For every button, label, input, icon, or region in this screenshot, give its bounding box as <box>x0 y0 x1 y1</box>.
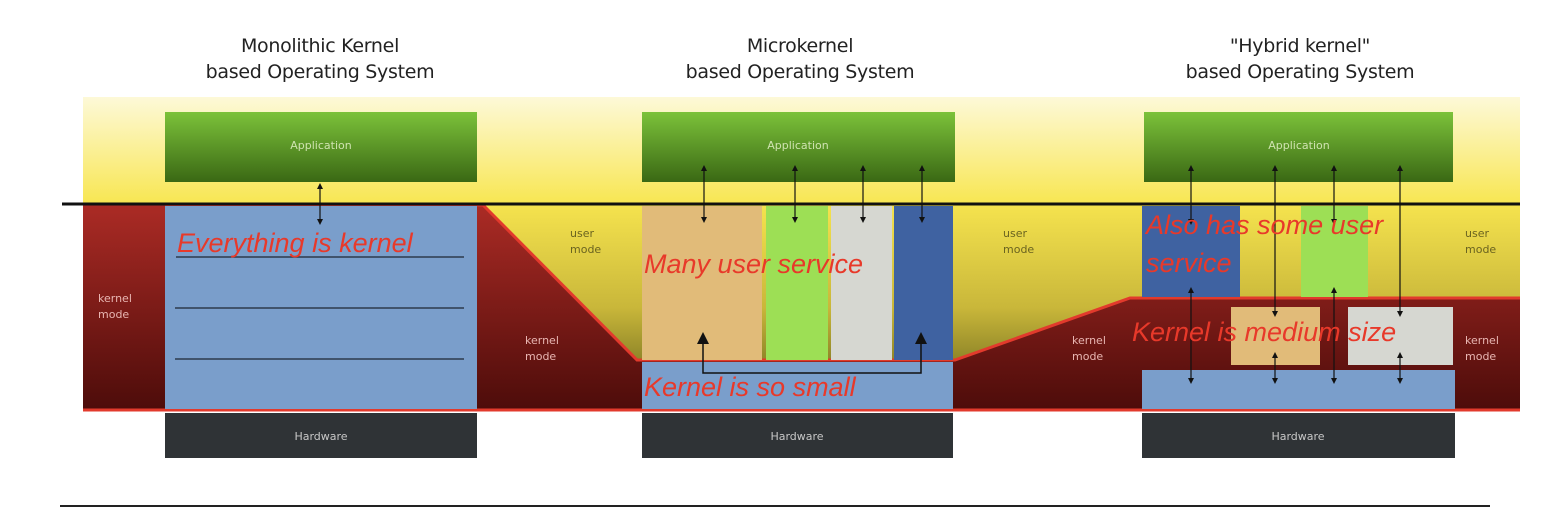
monolithic-application-label: Application <box>290 139 351 152</box>
micro-hardware-box <box>642 413 953 458</box>
micro-application-box <box>642 112 955 182</box>
bottom-divider <box>60 505 1490 507</box>
microkernel-diagram: Application Hardware Many user service K… <box>642 112 955 458</box>
hybrid-left-user-mode-label-line2: mode <box>1003 243 1034 256</box>
hybrid-right-kernel-mode-label-line2: mode <box>1465 350 1496 363</box>
hybrid-left-kernel-mode-label-line1: kernel <box>1072 334 1106 347</box>
hybrid-left-kernel-mode-label-line2: mode <box>1072 350 1103 363</box>
micro-left-user-mode-label-line2: mode <box>570 243 601 256</box>
microkernel-title-line1: Microkernel <box>746 35 854 57</box>
monolithic-kernel-mode-label-line2: mode <box>98 308 129 321</box>
micro-service-grey <box>831 206 892 360</box>
hybrid-kernel-box <box>1142 370 1455 409</box>
hybrid-right-user-mode-label-line2: mode <box>1465 243 1496 256</box>
monolithic-annotation: Everything is kernel <box>177 228 414 258</box>
monolithic-hardware-label: Hardware <box>294 430 347 443</box>
hybrid-right-user-mode-label-line1: user <box>1465 227 1489 240</box>
hybrid-application-label: Application <box>1268 139 1329 152</box>
micro-service-tan <box>642 206 762 360</box>
micro-service-green <box>766 206 828 360</box>
micro-kernel-box <box>642 362 953 409</box>
hybrid-diagram: Application Hardware user mode kernel mo… <box>1132 112 1499 458</box>
hybrid-title: "Hybrid kernel" based Operating System <box>1120 33 1480 85</box>
hybrid-left-user-mode-label-line1: user <box>1003 227 1027 240</box>
micro-hardware-label: Hardware <box>770 430 823 443</box>
micro-application-label: Application <box>767 139 828 152</box>
hybrid-title-line1: "Hybrid kernel" <box>1229 35 1371 57</box>
hybrid-hardware-box <box>1142 413 1455 458</box>
micro-left-kernel-mode-label-line1: kernel <box>525 334 559 347</box>
micro-annotation-kernel: Kernel is so small <box>644 372 857 402</box>
monolithic-diagram: Application Hardware kernel mode Everyth… <box>98 112 477 458</box>
micro-annotation-services: Many user service <box>644 249 863 279</box>
hybrid-annotation-services-line2: service <box>1146 248 1232 278</box>
micro-service-blue <box>894 206 953 360</box>
micro-left-user-mode-label-line1: user <box>570 227 594 240</box>
monolithic-title-line2: based Operating System <box>205 61 435 83</box>
monolithic-kernel-mode-label-line1: kernel <box>98 292 132 305</box>
monolithic-title: Monolithic Kernel based Operating System <box>140 33 500 85</box>
hybrid-annotation-services-line1: Also has some user <box>1144 210 1384 240</box>
monolithic-application-box <box>165 112 477 182</box>
monolithic-title-line1: Monolithic Kernel <box>240 35 400 57</box>
hybrid-annotation-kernel: Kernel is medium size <box>1132 317 1396 347</box>
monolithic-hardware-box <box>165 413 477 458</box>
micro-kernel-ipc-arrow <box>697 332 927 374</box>
hybrid-right-kernel-mode-label-line1: kernel <box>1465 334 1499 347</box>
hybrid-title-line2: based Operating System <box>1185 61 1415 83</box>
micro-left-kernel-mode-label-line2: mode <box>525 350 556 363</box>
microkernel-title: Microkernel based Operating System <box>620 33 980 85</box>
microkernel-title-line2: based Operating System <box>685 61 915 83</box>
hybrid-hardware-label: Hardware <box>1271 430 1324 443</box>
